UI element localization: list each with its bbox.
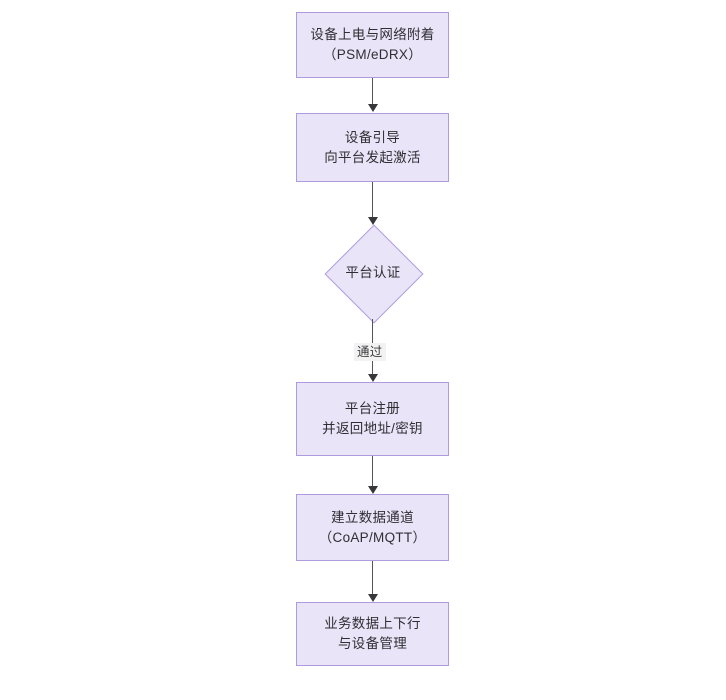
flow-node-line1: 设备引导 [344, 129, 401, 145]
flow-node-line2: 向平台发起激活 [324, 149, 421, 165]
flow-node-business-data[interactable]: 业务数据上下行 与设备管理 [296, 602, 449, 666]
flow-edge-label-pass: 通过 [354, 343, 386, 361]
flow-edge-line-n5-n6 [372, 561, 373, 596]
flow-node-line1: 业务数据上下行 [324, 616, 421, 631]
flow-node-device-bootstrap[interactable]: 设备引导 向平台发起激活 [296, 113, 449, 182]
flow-node-line2: （CoAP/MQTT） [318, 529, 427, 545]
flow-node-line1: 平台注册 [344, 401, 401, 416]
flow-edge-arrow-n1-n2 [368, 104, 378, 112]
flow-edge-arrow-n2-n3 [368, 217, 378, 225]
flow-edge-arrow-n3-n4 [368, 374, 378, 382]
flow-edge-line-n1-n2 [372, 78, 373, 105]
flow-node-line1: 平台认证 [345, 264, 401, 280]
flow-node-line1: 建立数据通道 [331, 509, 414, 525]
flow-node-line2: 与设备管理 [338, 636, 407, 651]
flow-edge-arrow-n5-n6 [368, 594, 378, 602]
flow-edge-line-n4-n5 [372, 456, 373, 487]
flow-node-line2: 并返回地址/密钥 [322, 421, 423, 436]
flow-edge-arrow-n4-n5 [368, 486, 378, 494]
flow-node-line1: 设备上电与网络附着 [310, 27, 435, 42]
flow-edge-line-n2-n3 [372, 182, 373, 218]
flow-node-platform-register[interactable]: 平台注册 并返回地址/密钥 [296, 382, 449, 456]
flow-node-platform-auth-decision[interactable]: 平台认证 [324, 224, 424, 323]
flow-node-device-power-on[interactable]: 设备上电与网络附着 （PSM/eDRX） [296, 12, 449, 78]
flow-node-data-channel[interactable]: 建立数据通道 （CoAP/MQTT） [296, 494, 449, 561]
flow-node-line2: （PSM/eDRX） [322, 47, 423, 62]
